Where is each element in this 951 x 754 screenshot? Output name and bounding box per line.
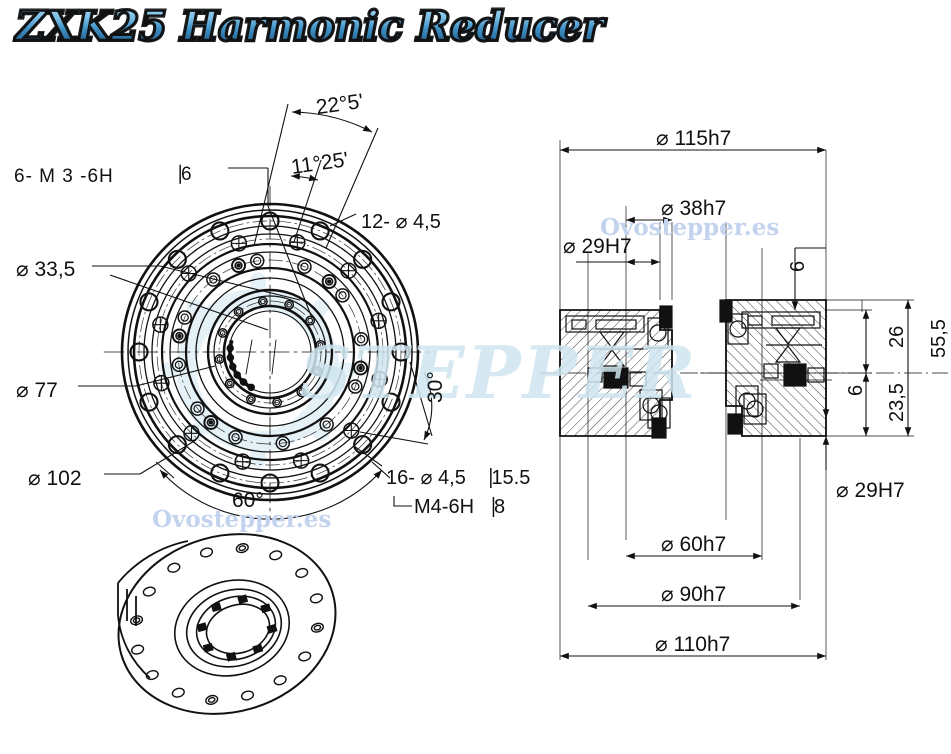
bolt-circle-outer bbox=[129, 211, 411, 493]
annotation-dia-60h7: ⌀ 60h7 bbox=[661, 533, 727, 556]
annotation-dia-29h7-top: ⌀ 29H7 bbox=[563, 235, 632, 258]
annotation-depth-6-top: 6 bbox=[787, 260, 809, 272]
annotation-angle-30: 30° bbox=[424, 371, 447, 403]
section-view-geometry bbox=[540, 140, 948, 660]
annotation-dia-90h7: ⌀ 90h7 bbox=[661, 583, 727, 606]
page-title-text: ZXK25 Harmonic Reducer bbox=[15, 3, 605, 50]
bolt-circle-mid bbox=[152, 234, 388, 470]
annotation-holes-16: 16- ⌀ 4,5 ⎹15.5 bbox=[386, 467, 531, 489]
annotation-dia-102: ⌀ 102 bbox=[28, 467, 82, 490]
isometric-view-geometry bbox=[117, 533, 337, 715]
annotation-angle-60: 60° bbox=[232, 489, 264, 512]
annotation-dim-23-5: 23,5 bbox=[886, 383, 908, 422]
annotation-dim-26: 26 bbox=[886, 325, 908, 348]
section-view-dimensions bbox=[560, 146, 914, 660]
annotation-thread-callout: 6- M 3 -6H bbox=[14, 166, 114, 187]
annotation-dia-29h7-bottom: ⌀ 29H7 bbox=[836, 479, 905, 502]
annotation-dim-6-lower: 6 bbox=[845, 384, 867, 396]
bolt-circle-inner bbox=[171, 253, 369, 451]
annotation-dia-38h7: ⌀ 38h7 bbox=[661, 197, 727, 220]
annotation-dia-110h7: ⌀ 110h7 bbox=[655, 633, 731, 656]
bolt-circle-hub bbox=[214, 296, 326, 408]
front-view-geometry bbox=[103, 185, 437, 519]
annotation-dia-115h7: ⌀ 115h7 bbox=[656, 127, 732, 150]
page-title: ZXK25 Harmonic Reducer ZXK25 Harmonic Re… bbox=[14, 3, 606, 50]
annotation-dia-33-5: ⌀ 33,5 bbox=[16, 258, 76, 281]
annotation-thread-m4: M4-6H⎹8 bbox=[414, 496, 506, 518]
annotation-depth-6: ⎹6 bbox=[162, 164, 192, 185]
annotation-holes-12: 12- ⌀ 4,5 bbox=[361, 211, 441, 233]
annotation-dim-55-5: 55,5 bbox=[928, 319, 950, 358]
front-view-leaders bbox=[78, 103, 433, 520]
annotation-dia-77: ⌀ 77 bbox=[16, 379, 58, 402]
page-title-outline: ZXK25 Harmonic Reducer bbox=[14, 4, 606, 50]
